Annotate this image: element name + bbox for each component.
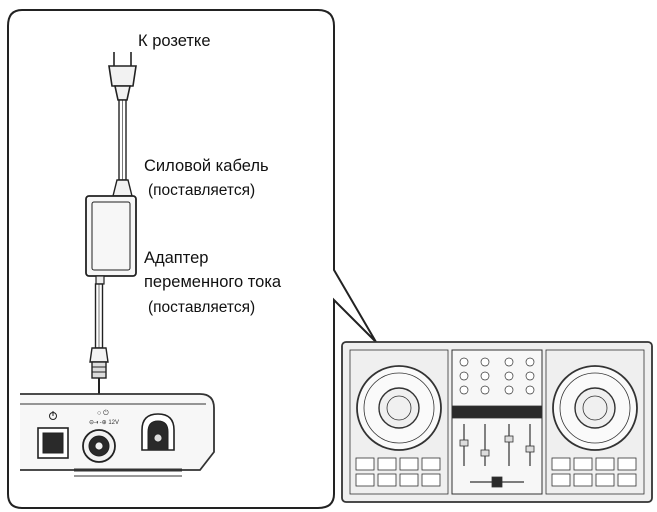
dc-cord — [89, 283, 109, 424]
outlet-label: К розетке — [138, 32, 211, 50]
adapter-supplied-label: (поставляется) — [148, 299, 256, 316]
ac-adapter-icon — [85, 195, 137, 285]
dj-controller-icon — [341, 341, 653, 503]
wall-plug-icon — [108, 52, 137, 101]
power-cord-supplied-label: (поставляется) — [148, 182, 256, 199]
dc-in-jack-icon: ○ ⏻ ⊖-◐-⊕ 12V — [82, 409, 119, 463]
svg-text:○ ⏻: ○ ⏻ — [97, 409, 109, 417]
adapter-subtitle-label: переменного тока — [144, 273, 282, 291]
power-cord-label: Силовой кабель — [144, 157, 269, 175]
svg-text:⊖-◐-⊕ 12V: ⊖-◐-⊕ 12V — [89, 420, 119, 426]
adapter-label: Адаптер — [144, 249, 209, 267]
cable-hook-icon — [141, 413, 175, 451]
power-switch-icon — [37, 411, 69, 459]
